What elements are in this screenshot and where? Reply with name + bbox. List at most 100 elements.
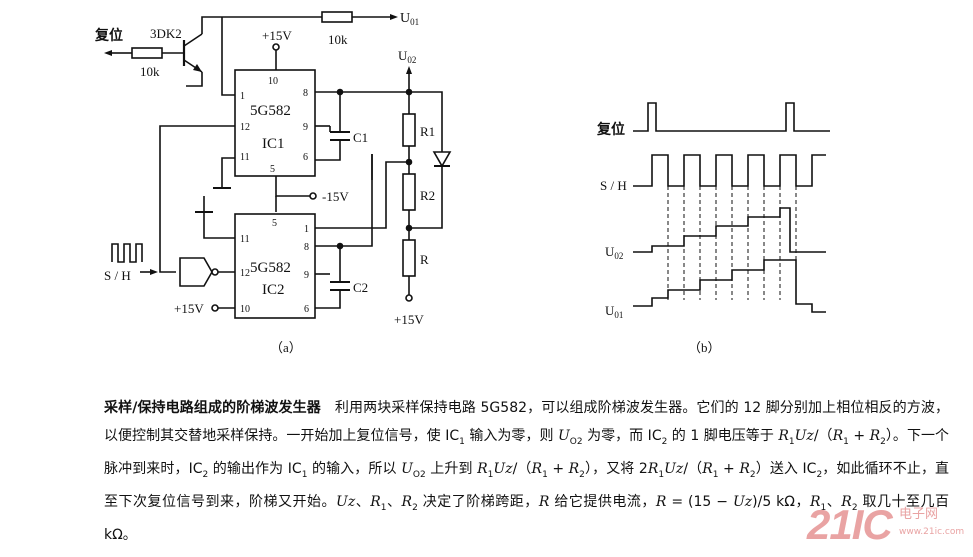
inverter-bubble (211, 268, 219, 276)
zener-diode (432, 151, 452, 168)
description-segment: 1 (487, 469, 494, 480)
output-resistor (321, 11, 353, 23)
ic1-pin-12: 12 (240, 122, 250, 133)
description-segment: Uz (794, 427, 814, 444)
description-segment: 的输出作为 IC (208, 460, 302, 477)
description-segment: 1 (788, 436, 795, 447)
u02-waveform (633, 207, 826, 253)
ic2-pin-11: 11 (240, 234, 250, 245)
description-segment: 1 (459, 436, 465, 447)
ic2-pin-12: 12 (240, 268, 250, 279)
description-segment: R (647, 460, 659, 477)
reset-arrowhead (104, 50, 112, 56)
description-segment: Uz (336, 494, 356, 511)
ic2-pin-8: 8 (304, 242, 309, 253)
description-segment: 的输入，所以 (307, 460, 402, 477)
sh-waveform (633, 154, 826, 187)
ic1-pin-9: 9 (303, 122, 308, 133)
ic1-pin-10: 10 (268, 76, 278, 87)
wire (159, 125, 235, 273)
description-segment: R (869, 427, 881, 444)
wave-u01-label: U01 (605, 303, 623, 320)
ic2-vcc-label: +15V (174, 301, 204, 316)
description-segment: /（ (813, 427, 833, 444)
description-segment: U (401, 460, 413, 477)
ic1-name: 5G582 (250, 103, 291, 119)
u02-label: U02 (398, 48, 416, 65)
wave-sh-label: S / H (600, 178, 627, 193)
description-segment: ）送入 IC (755, 460, 817, 477)
description-segment: 决定了阶梯跨距， (417, 494, 539, 511)
description-segment: R (477, 460, 488, 477)
terminal (272, 43, 280, 51)
description-segment: R (568, 460, 580, 477)
description-segment: 1 (843, 436, 849, 447)
emitter-arrow (193, 64, 202, 72)
description-segment: 、 (355, 494, 371, 511)
watermark-subtitle: 电子网 (899, 507, 939, 522)
description-segment: R (370, 494, 381, 511)
description-segment: /（ (512, 460, 532, 477)
description-body: 利用两块采样保持电路 5G582，可以组成阶梯波发生器。它们的 12 脚分别加上… (104, 400, 949, 543)
wave-reset-label: 复位 (596, 121, 625, 138)
vee-label: -15V (322, 189, 349, 204)
description-segment: 2 (412, 502, 418, 513)
waveform-diagram: 复位 S / H U02 U01 （b） (596, 102, 830, 355)
ic2-pin-5: 5 (272, 218, 277, 229)
description-segment: R (778, 427, 789, 444)
ic1-pin-8: 8 (303, 88, 308, 99)
wire (275, 176, 310, 197)
wire (201, 16, 222, 34)
output-resistor-value: 10k (328, 32, 348, 47)
description-segment: Uz (664, 460, 684, 477)
circuit-diagram: 复位 10k 3DK2 10k U01 5G582 IC1 10 1 12 11… (94, 11, 452, 355)
description-segment: R (702, 460, 713, 477)
description-segment: 2 (880, 436, 886, 447)
ic1-pin-11: 11 (240, 152, 250, 163)
description-segment: R (739, 460, 750, 477)
wire (340, 154, 373, 247)
description-segment: 1 (380, 502, 387, 513)
description-segment: R (841, 494, 852, 511)
inverter-gate (179, 257, 213, 287)
description-segment: R (832, 427, 844, 444)
description-segment: 给它提供电流， (549, 494, 656, 511)
reset-waveform (633, 102, 830, 132)
description-segment: + (848, 427, 870, 444)
base-resistor (131, 47, 163, 59)
description-segment: 1 (820, 502, 827, 513)
description-segment: R (401, 494, 413, 511)
description-segment: 利用两块采样保持电路 5G582，可以组成阶梯波发生器。它们的 12 脚分别加上… (104, 400, 949, 444)
wire (203, 212, 235, 239)
description-segment: R (810, 494, 821, 511)
u01-waveform (633, 259, 826, 313)
description-segment: 2 (749, 469, 756, 480)
ic1-box (234, 69, 316, 177)
watermark-brand: 21IC (807, 501, 893, 548)
r2-resistor (402, 173, 416, 211)
wire (221, 17, 235, 96)
c2-label: C2 (353, 280, 368, 295)
watermark-logo: 21IC 电子网 www.21ic.com (807, 497, 964, 549)
r1-resistor (402, 113, 416, 147)
circuit-caption: （a） (270, 340, 302, 355)
wave-u02-label: U02 (605, 244, 623, 261)
description-segment: 为零，而 IC (582, 427, 662, 444)
description-segment: 2 (661, 436, 668, 447)
wire (315, 161, 409, 229)
ic1-pin-1: 1 (240, 91, 245, 102)
description-segment: 2 (816, 469, 823, 480)
description-title: 采样/保持电路组成的阶梯波发生器 (104, 400, 321, 416)
ic2-box (234, 213, 316, 319)
description-segment: 、 (826, 494, 842, 511)
ic2-pin-9: 9 (304, 270, 309, 281)
description-segment: ）。下一个脉冲到来时，IC (104, 427, 950, 477)
description-segment: U (557, 427, 570, 444)
u01-arrowhead (390, 14, 398, 20)
ic2-pin-6: 6 (304, 304, 309, 315)
transistor-label: 3DK2 (150, 26, 182, 41)
r2-label: R2 (420, 188, 435, 203)
description-segment: Uz (493, 460, 513, 477)
wire (186, 72, 203, 87)
